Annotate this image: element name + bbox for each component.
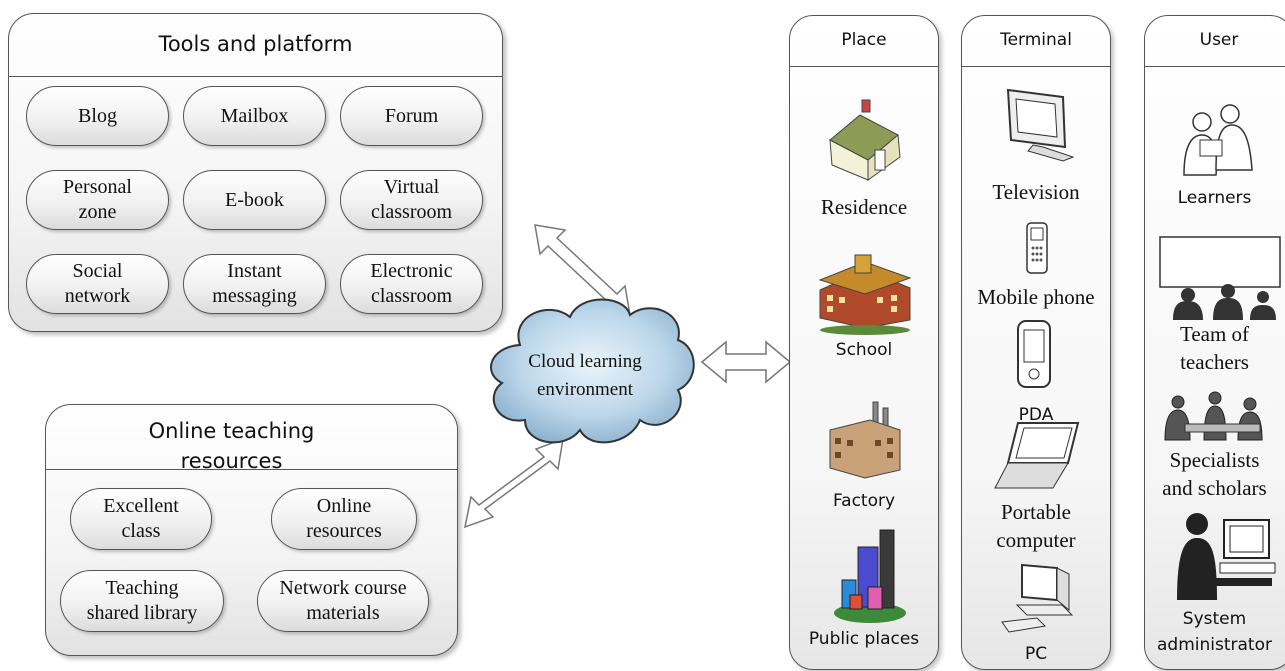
specialists-icon [1164, 391, 1263, 441]
tools-platform-title: Tools and platform [158, 32, 353, 56]
terminal-label-laptop-line2: computer [996, 528, 1076, 552]
school-building-icon [818, 254, 912, 335]
tools-item-5: E-book [183, 170, 326, 230]
place-label-factory: Factory [832, 491, 896, 511]
house-icon [829, 99, 901, 181]
arrow-resources-cloud [464, 437, 564, 529]
terminal-label-pc: PC [1024, 644, 1048, 664]
tools-item-label: network [64, 285, 131, 307]
terminal-label-pda: PDA [1018, 405, 1054, 425]
tools-item-label: Personal [63, 176, 132, 198]
cloud-label-line1: Cloud learning [528, 351, 642, 372]
tools-item-3: Forum [340, 86, 483, 146]
cloud-icon [490, 298, 695, 444]
user-label-admin-line1: System [1182, 609, 1247, 629]
tools-item-7: Social network [26, 254, 169, 314]
tools-item-1: Blog [26, 86, 169, 146]
user-column-title: User [1199, 30, 1239, 50]
arrow-cloud-place [700, 340, 792, 384]
tools-item-6: Virtual classroom [340, 170, 483, 230]
user-label-admin-line2: administrator [1157, 635, 1272, 655]
mobile-phone-icon [1026, 222, 1048, 274]
resource-item-label: Teaching [105, 577, 179, 599]
terminal-column-title: Terminal [1000, 30, 1072, 50]
resource-item-2: Online resources [271, 488, 417, 550]
tools-item-label: zone [78, 201, 117, 223]
tools-item-label: Forum [384, 104, 439, 127]
user-label-teachers-line1: Team of [1179, 322, 1250, 346]
tools-item-label: Instant [227, 260, 282, 282]
terminal-label-television: Television [992, 180, 1080, 204]
resource-item-label: Excellent [103, 495, 179, 517]
laptop-icon [994, 422, 1080, 489]
user-label-teachers-line2: teachers [1180, 350, 1249, 374]
resource-item-3: Teaching shared library [60, 570, 224, 632]
tools-item-4: Personal zone [26, 170, 169, 230]
tools-item-label: classroom [370, 201, 453, 223]
resource-item-label: materials [306, 602, 380, 624]
learners-icon [1183, 104, 1253, 176]
tools-item-label: E-book [225, 188, 284, 211]
place-label-public-places: Public places [808, 629, 920, 649]
tools-item-label: Mailbox [220, 104, 289, 127]
teaching-resources-divider [46, 469, 457, 470]
resource-item-label: resources [306, 520, 382, 542]
administrator-icon [1177, 513, 1276, 600]
tools-item-9: Electronic classroom [340, 254, 483, 314]
terminal-label-mobile-phone: Mobile phone [977, 285, 1095, 309]
tools-item-label: messaging [212, 285, 297, 307]
pda-icon [1017, 320, 1051, 388]
tools-item-label: Virtual [383, 176, 440, 198]
tools-item-8: Instant messaging [183, 254, 326, 314]
place-column-title: Place [841, 30, 887, 50]
desktop-pc-icon [1001, 563, 1074, 633]
tools-item-label: classroom [370, 285, 453, 307]
tools-platform-divider [9, 76, 502, 77]
cloud-label-line2: environment [536, 379, 634, 400]
resource-item-label: shared library [86, 602, 198, 624]
television-icon [1006, 88, 1075, 162]
teachers-team-icon [1159, 236, 1281, 320]
tools-item-label: Blog [78, 104, 117, 127]
user-label-specialists-line2: and scholars [1162, 476, 1267, 500]
user-column-divider [1145, 66, 1285, 67]
terminal-column-divider [962, 66, 1110, 67]
resource-item-4: Network course materials [257, 570, 429, 632]
city-buildings-icon [834, 529, 906, 623]
terminal-label-laptop-line1: Portable [1001, 500, 1071, 524]
factory-icon [829, 401, 901, 479]
user-label-learners: Learners [1177, 188, 1252, 208]
teaching-resources-title-line1: Online teaching [148, 419, 315, 443]
resource-item-label: class [121, 520, 161, 542]
resource-item-label: Online [316, 495, 372, 517]
tools-item-2: Mailbox [183, 86, 326, 146]
user-label-specialists-line1: Specialists [1169, 448, 1260, 472]
resource-item-label: Network course [279, 577, 407, 599]
tools-item-label: Electronic [370, 260, 453, 282]
place-label-residence: Residence [820, 195, 908, 219]
place-label-school: School [835, 340, 893, 360]
tools-item-label: Social [72, 260, 123, 282]
place-column-divider [790, 66, 938, 67]
resource-item-1: Excellent class [70, 488, 212, 550]
